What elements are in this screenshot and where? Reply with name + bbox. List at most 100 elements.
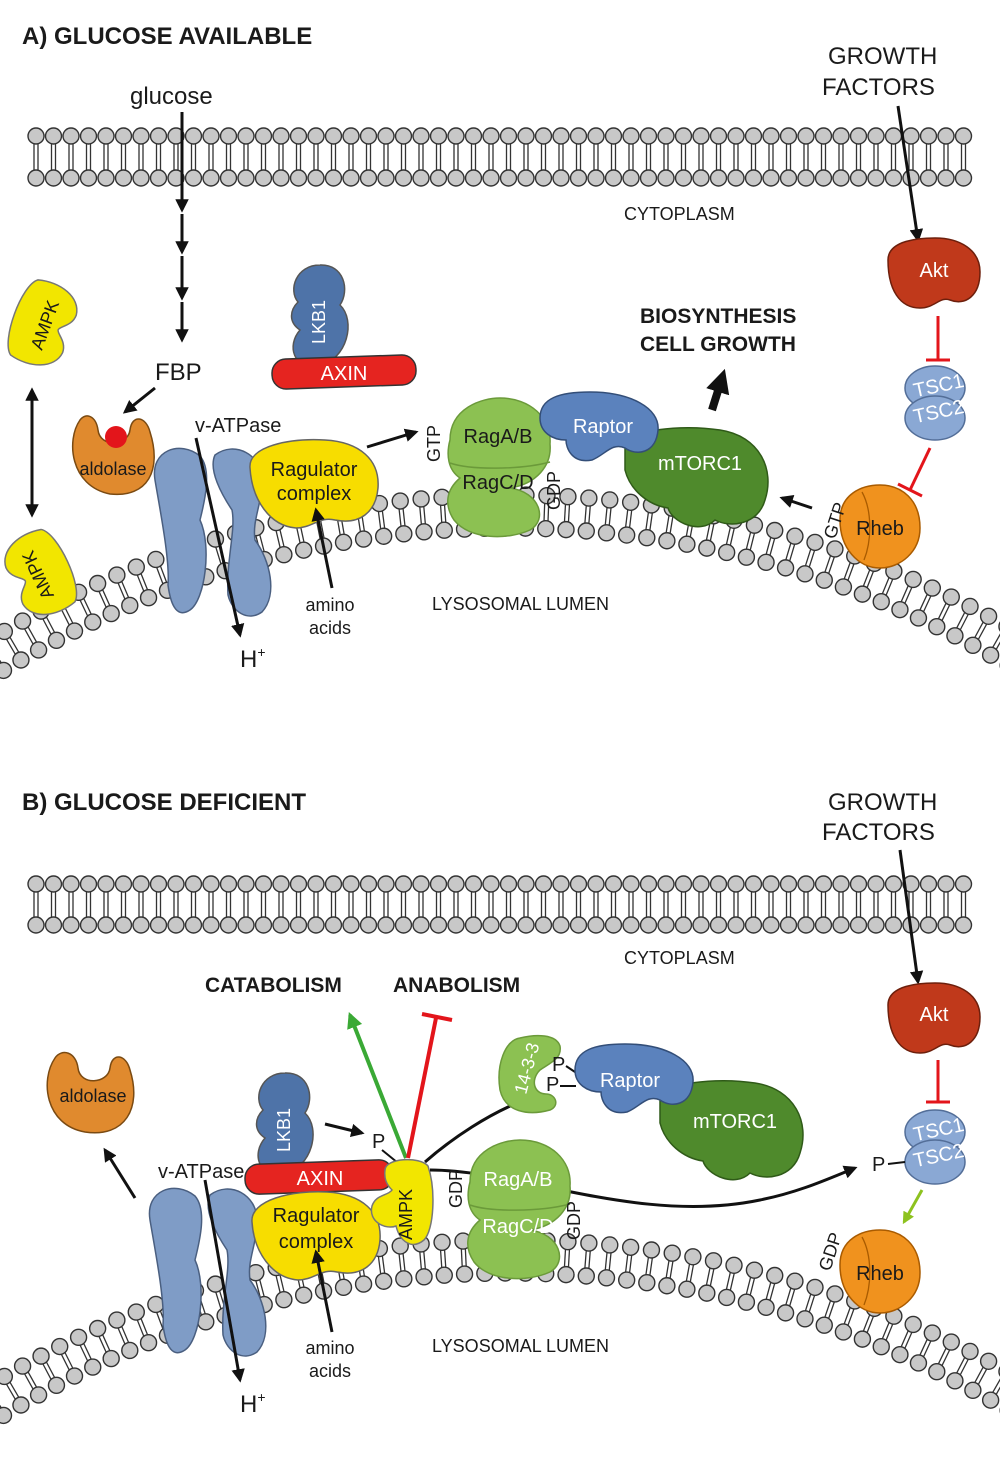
aldolase-release-arrow: [103, 1147, 137, 1199]
raptor-b: Raptor: [574, 1043, 694, 1114]
tsc-complex-a: TSC1 TSC2: [904, 365, 966, 441]
growth-factors-arrow-a: [896, 105, 924, 243]
biosynthesis-arrow: [706, 368, 730, 412]
ampk-lysosomal: AMPK: [370, 1158, 434, 1246]
tsc-activates-gap-arrow: [902, 1189, 924, 1225]
acids-label-b: acids: [309, 1361, 351, 1381]
anabolism-inhibition: [406, 1012, 453, 1159]
akt-label-b: Akt: [920, 1004, 949, 1026]
fbp-label: FBP: [155, 359, 202, 386]
raptor-a: Raptor: [539, 391, 659, 462]
rheb-label-b: Rheb: [856, 1263, 904, 1285]
ragulator-label-2-a: complex: [277, 483, 351, 505]
ragulator-to-rag-arrow: [366, 428, 419, 449]
raptor-phospho-label-1: P: [552, 1054, 565, 1076]
lkb1-a: LKB1: [290, 264, 349, 368]
axin-label-a: AXIN: [321, 363, 368, 385]
rheb-label-a: Rheb: [856, 518, 904, 540]
amino-acids-arrow-b: [311, 1249, 334, 1333]
aldolase-label-a: aldolase: [79, 459, 146, 479]
mtorc1-label-a: mTORC1: [658, 453, 742, 475]
amino-acids-arrow-a: [311, 507, 334, 589]
mtorc1-a: mTORC1: [624, 426, 769, 528]
rag-gtpases-b: RagA/B RagC/D: [467, 1139, 571, 1280]
rheb-activates-mtorc1-arrow: [779, 495, 813, 510]
cytoplasm-label-b: CYTOPLASM: [624, 948, 735, 968]
proton-flow-arrow-b: [203, 1179, 245, 1383]
ampk-membrane: AMPK: [4, 528, 78, 616]
lkb1-phosphorylates-ampk-arrow: [324, 1122, 365, 1138]
growth-label-a: GROWTH: [828, 43, 937, 70]
ampk-phospho-label: P: [372, 1131, 385, 1153]
akt-inhibits-tsc-a: [926, 316, 950, 362]
lkb1-label-b: LKB1: [274, 1108, 294, 1152]
protein-14-3-3: 14-3-3: [498, 1034, 561, 1114]
rag-ab-label-b: RagA/B: [484, 1169, 553, 1191]
aldolase-label-b: aldolase: [59, 1086, 126, 1106]
rheb-a: Rheb: [839, 484, 921, 569]
rag-cd-label-b: RagC/D: [482, 1216, 553, 1238]
axin-a: AXIN: [271, 354, 417, 390]
catabolism-activation-arrow: [347, 1012, 408, 1159]
fbp-dot: [105, 426, 127, 448]
axin-b: AXIN: [244, 1159, 394, 1195]
gdp-label-rag-cd: GDP: [564, 1201, 584, 1240]
tsc2-phospho-label: P: [872, 1154, 885, 1176]
panel-b-title: B) GLUCOSE DEFICIENT: [22, 789, 306, 816]
tsc-complex-b: TSC1 TSC2: [904, 1109, 966, 1185]
panel-b: B) GLUCOSE DEFICIENT CYTOPLASM LYSOSOMAL…: [0, 789, 1000, 1425]
ragulator-b: Ragulator complex: [251, 1191, 381, 1281]
proton-label-a: H+: [240, 644, 266, 673]
ragulator-label-2-b: complex: [279, 1231, 353, 1253]
lkb1-b: LKB1: [255, 1072, 314, 1176]
raptor-label-b: Raptor: [600, 1070, 660, 1092]
axin-label-b: AXIN: [297, 1168, 344, 1190]
acids-label-a: acids: [309, 618, 351, 638]
ragulator-label-1-b: Ragulator: [273, 1205, 360, 1227]
factors-label-a: FACTORS: [822, 74, 935, 101]
lysosomal-lumen-label-b: LYSOSOMAL LUMEN: [432, 1336, 609, 1356]
gtp-label-rag: GTP: [424, 425, 444, 462]
lkb1-label-a: LKB1: [309, 300, 329, 344]
gdp-label-rag-ab: GDP: [446, 1169, 466, 1208]
glucose-label: glucose: [130, 83, 213, 110]
v-atpase-label-b: v-ATPase: [158, 1161, 244, 1183]
akt-inhibits-tsc-b: [926, 1060, 950, 1104]
ragulator-a: Ragulator complex: [249, 438, 379, 529]
panel-a: A) GLUCOSE AVAILABLE CYTOPLASM LYSOSOMAL…: [0, 23, 1000, 680]
v-atpase-b: [148, 1187, 267, 1357]
rag-gtpases-a: RagA/B RagC/D: [447, 397, 551, 538]
panel-a-title: A) GLUCOSE AVAILABLE: [22, 23, 312, 50]
amino-label-a: amino: [305, 595, 354, 615]
rheb-b: Rheb: [839, 1229, 921, 1314]
ampk-cytosolic: AMPK: [7, 279, 78, 366]
growth-factors-arrow-b: [898, 849, 924, 985]
aldolase-b: aldolase: [46, 1051, 135, 1134]
fbp-to-aldolase-arrow: [122, 386, 156, 414]
amino-label-b: amino: [305, 1338, 354, 1358]
v-atpase-label-a: v-ATPase: [195, 415, 281, 437]
rag-cd-label-a: RagC/D: [462, 472, 533, 494]
mtorc1-label-b: mTORC1: [693, 1111, 777, 1133]
tsc-inhibits-rheb-a: [897, 447, 932, 498]
growth-label-b: GROWTH: [828, 789, 937, 816]
catabolism-label: CATABOLISM: [205, 974, 342, 997]
proton-label-b: H+: [240, 1389, 266, 1418]
cell-growth-label: CELL GROWTH: [640, 333, 796, 356]
aldolase-a: aldolase: [71, 415, 155, 496]
plasma-membrane-a: [27, 127, 973, 187]
raptor-label-a: Raptor: [573, 416, 633, 438]
proton-flow-arrow-a: [194, 437, 245, 638]
ragulator-label-1-a: Ragulator: [271, 459, 358, 481]
akt-label-a: Akt: [920, 260, 949, 282]
akt-b: Akt: [887, 982, 981, 1054]
rag-ab-label-a: RagA/B: [464, 426, 533, 448]
tsc2-phospho-bond: [887, 1161, 906, 1165]
biosynthesis-label: BIOSYNTHESIS: [640, 305, 796, 328]
akt-a: Akt: [887, 237, 981, 309]
lysosomal-lumen-label-a: LYSOSOMAL LUMEN: [432, 594, 609, 614]
plasma-membrane-b: [27, 875, 973, 934]
anabolism-label: ANABOLISM: [393, 974, 520, 997]
raptor-phospho-label-2: P: [546, 1074, 559, 1096]
